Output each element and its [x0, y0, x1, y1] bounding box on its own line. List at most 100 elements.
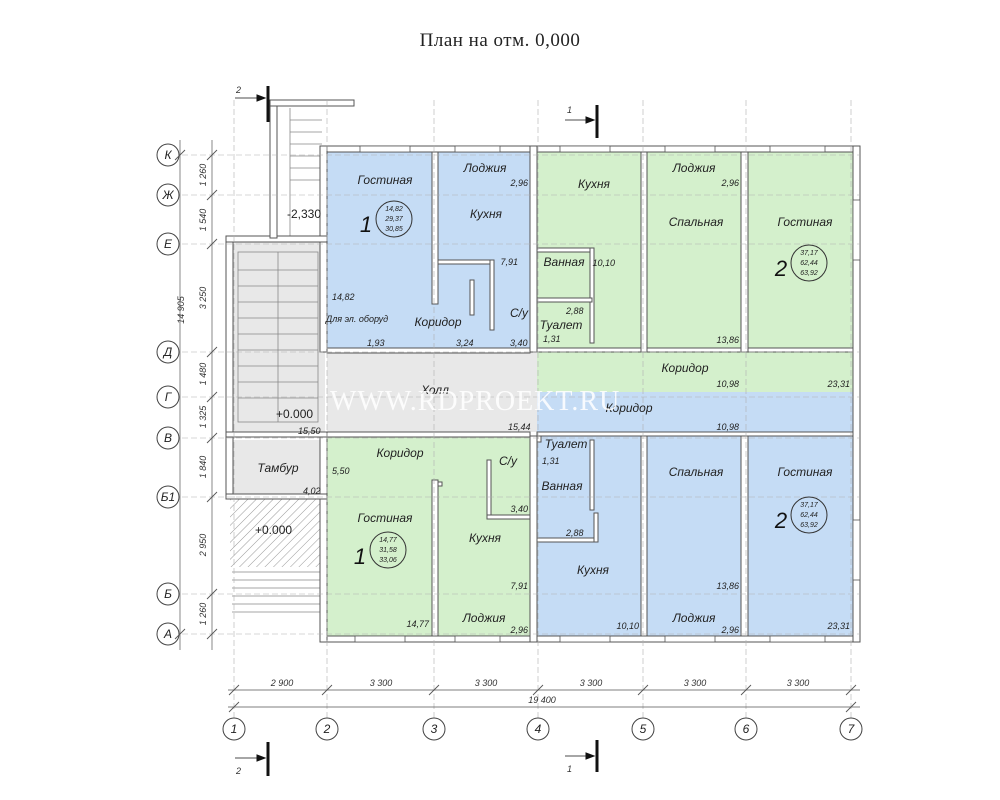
apartment-marker-1-bottom: 1 14,77 31,58 33,06 [354, 531, 407, 569]
dim-col-1: 2 900 [270, 678, 294, 688]
plan-title: План на отм. 0,000 [419, 30, 581, 51]
dim-row-3: 3 250 [198, 287, 208, 310]
dim-row-2: 1 540 [198, 209, 208, 232]
area-corridor1-bot: 5,50 [332, 466, 350, 476]
horizontal-dimensions: 2 900 3 300 3 300 3 300 3 300 3 300 19 4… [228, 678, 860, 713]
fill-stair [230, 240, 325, 435]
fill-hall-lower [537, 392, 853, 432]
room-corridor2-bot: Коридор [605, 401, 652, 415]
area-loggia2-bot: 2,96 [720, 625, 739, 635]
area-living1-top: 14,82 [332, 292, 355, 302]
room-living2-top: Гостиная [778, 215, 833, 229]
dim-row-5: 1 325 [198, 405, 208, 429]
row-axis-labels: К Ж Е Д Г В Б1 Б А [156, 143, 180, 646]
room-bedroom2-top: Спальная [669, 215, 724, 229]
svg-text:14,82: 14,82 [385, 206, 403, 213]
area-bath2-top: 2,88 [565, 306, 584, 316]
fill-apt1-top [327, 152, 533, 348]
area-toilet2-bot: 1,31 [542, 456, 560, 466]
svg-text:2: 2 [774, 256, 787, 281]
room-labels: Гостиная Лоджия Кухня Коридор С/у Для эл… [257, 161, 833, 625]
fill-hall [327, 352, 537, 432]
svg-text:1: 1 [360, 212, 372, 237]
area-loggia1-bot: 2,96 [509, 625, 528, 635]
dim-row-8: 1 260 [198, 603, 208, 626]
room-loggia1-bot: Лоджия [462, 611, 506, 625]
room-bedroom2-bot: Спальная [669, 465, 724, 479]
room-tambur: Тамбур [257, 461, 298, 475]
area-bath2-bot: 2,88 [565, 528, 584, 538]
room-living1-bot: Гостиная [358, 511, 413, 525]
section-marks [235, 86, 599, 776]
svg-text:63,92: 63,92 [800, 270, 818, 277]
axis-col-6: 6 [743, 722, 750, 736]
axis-row-D: Д [162, 345, 173, 359]
level-hall: +0.000 [276, 407, 313, 421]
room-kitchen2-top: Кухня [578, 177, 611, 191]
porch-steps [232, 571, 322, 613]
axis-col-7: 7 [848, 722, 856, 736]
area-su1-top: 3,40 [510, 338, 528, 348]
axis-row-K: К [164, 148, 172, 162]
fill-apt1-bot [327, 436, 533, 636]
room-corridor2-top: Коридор [661, 361, 708, 375]
room-loggia1-top: Лоджия [463, 161, 507, 175]
area-tambur: 4,02 [303, 486, 321, 496]
area-labels: 2,96 7,91 14,82 1,93 3,24 3,40 10,10 2,8… [298, 178, 850, 635]
svg-text:30,85: 30,85 [385, 226, 403, 233]
windows [354, 145, 861, 643]
watermark: WWW.RDPROEKT.RU [330, 386, 620, 417]
stair-flights [237, 108, 322, 423]
svg-text:62,44: 62,44 [800, 260, 818, 267]
area-bedroom2-top: 13,86 [716, 335, 739, 345]
area-corridor1-top: 3,24 [456, 338, 474, 348]
svg-text:62,44: 62,44 [800, 512, 818, 519]
room-kitchen1-top: Кухня [470, 207, 503, 221]
room-bath2-bot: Ванная [542, 479, 584, 493]
area-corridor2-top: 10,98 [716, 379, 739, 389]
svg-text:31,58: 31,58 [379, 547, 397, 554]
area-bedroom2-bot: 13,86 [716, 581, 739, 591]
column-axis-labels: 1 2 3 4 5 6 7 [222, 717, 863, 741]
area-toilet2-top: 1,31 [543, 334, 561, 344]
area-loggia2-top: 2,96 [720, 178, 739, 188]
room-hall: Холл [420, 383, 449, 397]
svg-text:2: 2 [774, 508, 787, 533]
area-hall: 15,44 [508, 422, 531, 432]
room-loggia2-bot: Лоджия [672, 611, 716, 625]
room-loggia2-top: Лоджия [672, 161, 716, 175]
room-living2-bot: Гостиная [778, 465, 833, 479]
area-corridor2-bot: 10,98 [716, 422, 739, 432]
dim-row-7: 2 950 [198, 534, 208, 558]
area-kitchen2-top: 10,10 [592, 258, 615, 268]
apartment-marker-1-top: 1 14,82 29,37 30,85 [360, 200, 413, 238]
dim-col-2: 3 300 [370, 678, 393, 688]
dim-row-6: 1 840 [198, 456, 208, 479]
svg-text:37,17: 37,17 [800, 502, 819, 509]
axis-col-1: 1 [231, 722, 238, 736]
level-porch: +0.000 [255, 523, 292, 537]
fill-corridor2-top [537, 352, 853, 392]
axis-col-3: 3 [431, 722, 438, 736]
axis-row-A: А [163, 627, 172, 641]
fill-stair-outer [275, 100, 325, 240]
dim-col-3: 3 300 [475, 678, 498, 688]
apartment-marker-2-bottom: 2 37,17 62,44 63,92 [774, 496, 828, 534]
room-electro1: Для эл. оборуд [325, 314, 388, 324]
room-corridor1-top: Коридор [414, 315, 461, 329]
area-living2-bot: 23,31 [826, 621, 850, 631]
svg-text:37,17: 37,17 [800, 250, 819, 257]
room-corridor1-bot: Коридор [376, 446, 423, 460]
svg-text:29,37: 29,37 [384, 216, 404, 223]
axis-row-B1: Б1 [161, 490, 175, 504]
axis-row-G: Г [165, 390, 173, 404]
area-living1-bot: 14,77 [406, 619, 430, 629]
axis-row-B: Б [164, 587, 172, 601]
section-mark-2-top: 2 [235, 85, 241, 95]
level-stair: -2,330 [287, 207, 321, 221]
room-su1-bot: С/у [499, 454, 518, 468]
axis-lines [182, 100, 860, 720]
dim-total-horizontal: 19 400 [528, 695, 556, 705]
room-su1-top: С/у [510, 306, 529, 320]
